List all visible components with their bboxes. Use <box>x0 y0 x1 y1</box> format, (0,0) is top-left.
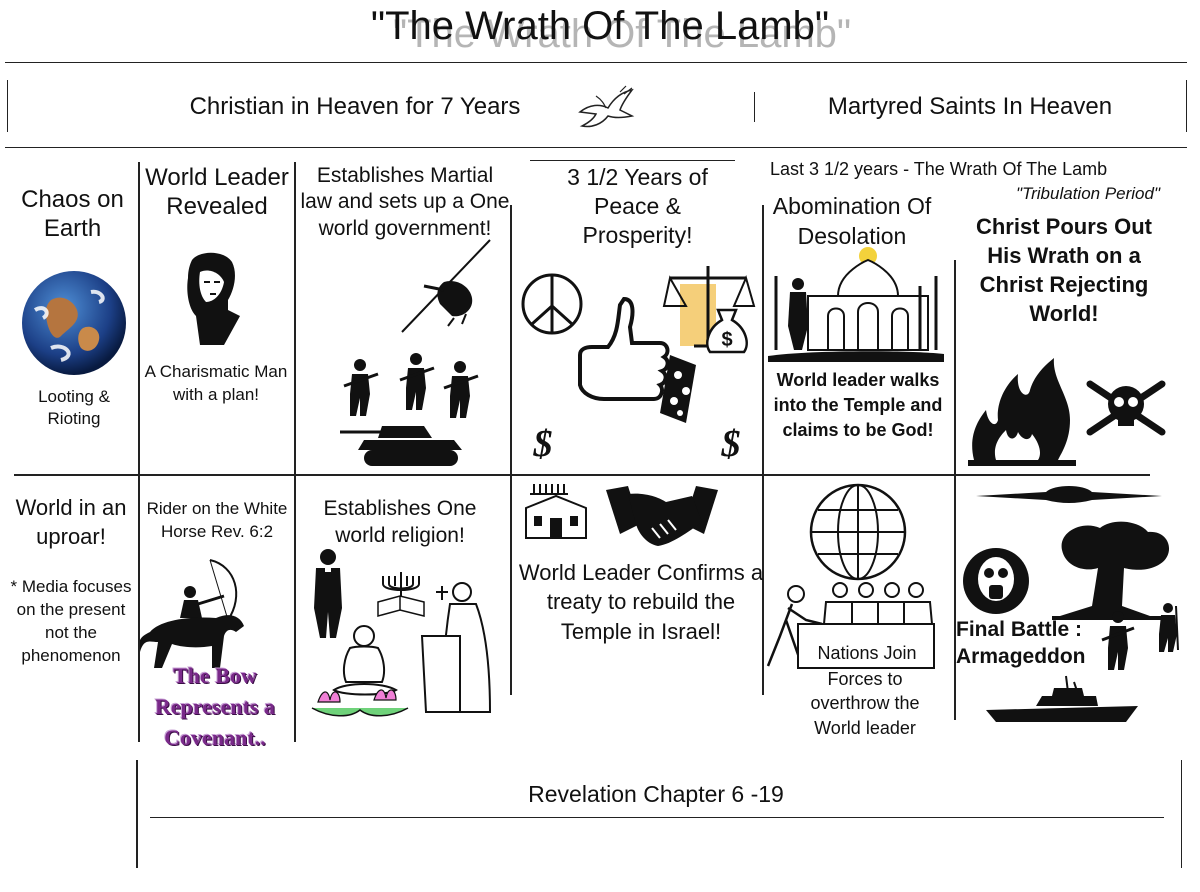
thumbs-up-icon <box>578 296 696 423</box>
top-col3-heading: Establishes Martial law and sets up a On… <box>300 164 510 240</box>
dollar-icon: $ <box>721 423 741 465</box>
top-col4-heading: 3 1/2 Years of Peace & Prosperity! <box>567 164 708 249</box>
banner-left-edge <box>7 80 8 132</box>
svg-text:$: $ <box>721 329 732 351</box>
top-col6-heading: Christ Pours Out His Wrath on a Christ R… <box>975 214 1152 327</box>
grid-v4 <box>762 205 764 695</box>
earth-icon <box>22 271 126 375</box>
soldier-icon <box>343 359 379 416</box>
helicopter-icon <box>401 239 491 333</box>
nations-group-icon <box>766 582 935 669</box>
tank-icon <box>340 426 462 466</box>
ufo-icon <box>976 486 1162 503</box>
battleship-icon <box>986 675 1138 722</box>
banner-bottom-rule <box>5 147 1187 148</box>
bottom-col1-caption: * Media focuses on the present not the p… <box>10 577 132 666</box>
top-col5-subheader: "Tribulation Period" <box>1015 184 1160 203</box>
lotus-icon <box>311 689 409 717</box>
banner-right-label: Martyred Saints In Heaven <box>827 93 1113 120</box>
svg-text:$: $ <box>721 423 741 465</box>
footer-label: Revelation Chapter 6 -19 <box>528 781 784 807</box>
fire-icon <box>968 358 1076 466</box>
banner-divider <box>754 92 755 122</box>
priest-icon <box>314 549 342 638</box>
money-bag-icon: $ <box>706 308 748 354</box>
meditating-figure-icon <box>332 625 398 696</box>
top-col2-caption: A Charismatic Man with a plan! <box>144 362 288 404</box>
grid-v2 <box>294 162 296 742</box>
bottom-col2-heading: Rider on the White Horse Rev. 6:2 <box>146 499 288 542</box>
gas-mask-icon <box>963 548 1029 614</box>
top-col1-heading: Chaos on Earth <box>21 186 124 242</box>
globe-icon <box>809 483 907 581</box>
grid-middle-rule <box>14 474 1150 476</box>
footer-right-edge <box>1181 760 1182 868</box>
grid-v1 <box>138 162 140 742</box>
leader-portrait-icon <box>187 252 240 345</box>
page-title: "The Wrath Of The Lamb" <box>370 4 830 48</box>
peace-icon <box>521 273 583 335</box>
bottom-col5-sign: Nations Join <box>817 643 917 663</box>
grid-v3 <box>510 205 512 695</box>
archer-horse-icon <box>140 559 244 668</box>
soldier-icon <box>399 353 435 410</box>
handshake-icon <box>606 486 718 546</box>
bottom-col2-caption: The Bow Represents a Covenant.. <box>155 663 275 750</box>
svg-text:$: $ <box>533 423 553 465</box>
grid-v5 <box>954 260 956 720</box>
top-col5-caption: World leader walks into the Temple and c… <box>773 370 943 440</box>
banner-right-edge <box>1186 80 1187 132</box>
top-col5-header: Last 3 1/2 years - The Wrath Of The Lamb <box>770 159 1108 179</box>
bottom-col3-heading: Establishes One world religion! <box>323 497 477 548</box>
banner-left-label: Christian in Heaven for 7 Years <box>189 93 521 120</box>
bottom-col1-heading: World in an uproar! <box>15 495 127 549</box>
col4-top-rule <box>530 160 735 161</box>
dove-icon <box>578 85 635 128</box>
soldier-icon <box>1159 603 1179 652</box>
dollar-icon: $ <box>533 423 553 465</box>
menorah-icon <box>377 572 425 617</box>
synagogue-icon <box>525 484 587 539</box>
top-col5-heading: Abomination Of Desolation <box>772 193 932 249</box>
bottom-col4-heading: World Leader Confirms a treaty to rebuil… <box>518 560 764 644</box>
top-col2-heading: World Leader Revealed <box>145 164 289 221</box>
soldier-icon <box>443 361 479 418</box>
temple-icon <box>768 247 944 362</box>
soldier-icon <box>1101 611 1135 670</box>
bottom-col5-caption: Forces to overthrow the World leader <box>810 669 920 738</box>
skull-crossbones-icon <box>1086 380 1166 436</box>
footer-left-edge <box>136 760 138 868</box>
priest-icon <box>420 582 492 713</box>
footer-rule <box>150 817 1164 818</box>
top-col1-caption: Looting & Rioting <box>38 387 110 429</box>
banner-top-rule <box>5 62 1187 63</box>
bottom-col6-heading: Final Battle : Armageddon <box>956 618 1086 669</box>
